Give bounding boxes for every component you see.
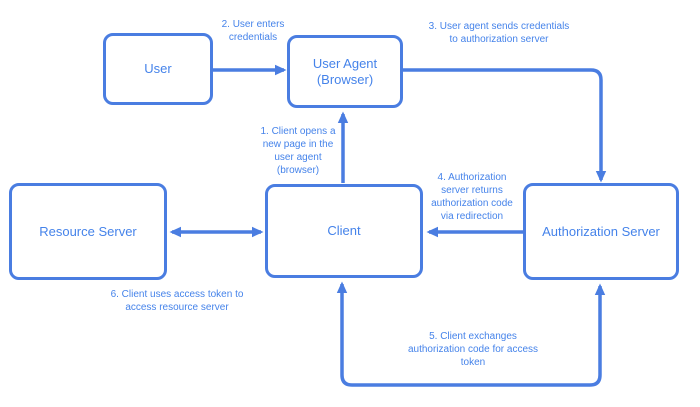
node-authorization-server: Authorization Server	[523, 183, 679, 280]
edge-label-step-5: 5. Client exchanges authorization code f…	[407, 331, 539, 368]
arrow-step5-client-auth-server-bidirectional	[336, 281, 606, 387]
edge-label-step-3: 3. User agent sends credentials to autho…	[428, 21, 570, 45]
edge-label-step-2: 2. User enters credentials	[221, 19, 285, 43]
arrow-step3-user-agent-to-auth-server	[403, 68, 607, 183]
edge-label-step-1: 1. Client opens a new page in the user a…	[260, 126, 336, 176]
edge-label-step-6: 6. Client uses access token to access re…	[110, 289, 244, 313]
node-user-agent-browser: User Agent (Browser)	[287, 35, 403, 108]
node-client: Client	[265, 184, 423, 278]
node-user: User	[103, 33, 213, 105]
edge-label-step-4: 4. Authorization server returns authoriz…	[431, 172, 513, 222]
node-resource-server: Resource Server	[9, 183, 167, 280]
